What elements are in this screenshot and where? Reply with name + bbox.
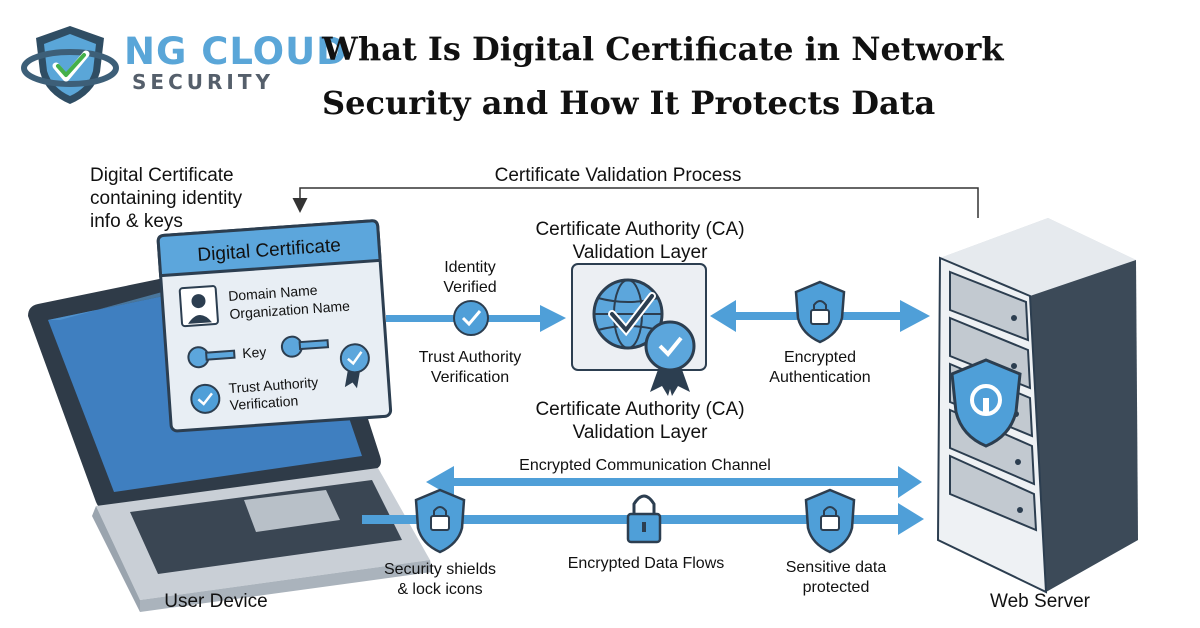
channel-label: Encrypted Communication Channel	[519, 457, 771, 474]
certificate-card: Digital Certificate Domain Name Organiza…	[156, 219, 393, 433]
shield-lock-icon-right	[804, 488, 856, 554]
trust-authority-label: Trust Authority Verification	[418, 349, 522, 386]
shield-logo-icon	[21, 26, 119, 104]
shield-unlock-icon	[950, 358, 1022, 448]
globe-icon	[592, 278, 664, 350]
key-text: Key	[242, 343, 267, 361]
validation-process-line	[292, 187, 979, 218]
sensitive-data-label: Sensitive data protected	[785, 559, 887, 596]
identity-verified-label: Identity Verified	[443, 259, 497, 296]
trust-line1-text: Trust Authority	[228, 374, 319, 396]
check-circle-icon	[190, 383, 221, 414]
encrypted-authentication-label: Encrypted Authentication	[769, 349, 871, 386]
logo-text-line2: SECURITY	[132, 70, 274, 94]
award-badge-icon	[644, 320, 696, 396]
shield-lock-icon	[794, 280, 846, 344]
web-server-label: Web Server	[990, 591, 1090, 612]
badge-icon	[339, 343, 370, 389]
server-illustration	[936, 218, 1138, 594]
check-circle-icon	[453, 300, 489, 336]
shield-lock-icon-left	[414, 488, 466, 554]
padlock-icon	[626, 494, 662, 544]
certificate-note-label: Digital Certificate containing identity …	[90, 165, 243, 232]
identity-arrow	[386, 300, 566, 336]
key-icon	[187, 346, 236, 369]
validation-process-label: Certificate Validation Process	[494, 165, 742, 186]
authentication-arrow	[710, 280, 930, 344]
ca-validation-box	[571, 263, 707, 396]
ca-bottom-label: Certificate Authority (CA) Validation La…	[535, 399, 745, 443]
domain-name-text: Domain Name	[228, 282, 319, 304]
user-device-label: User Device	[164, 591, 268, 612]
key-icon-2	[280, 335, 330, 358]
data-flows-label: Encrypted Data Flows	[567, 555, 725, 572]
logo-text-line1: NG CLOUD	[124, 30, 348, 73]
trust-line2-text: Verification	[229, 392, 298, 413]
page-title: What Is Digital Certificate in Network S…	[322, 30, 1004, 122]
ca-top-label: Certificate Authority (CA) Validation La…	[535, 219, 745, 263]
shields-label: Security shields & lock icons	[383, 561, 497, 598]
